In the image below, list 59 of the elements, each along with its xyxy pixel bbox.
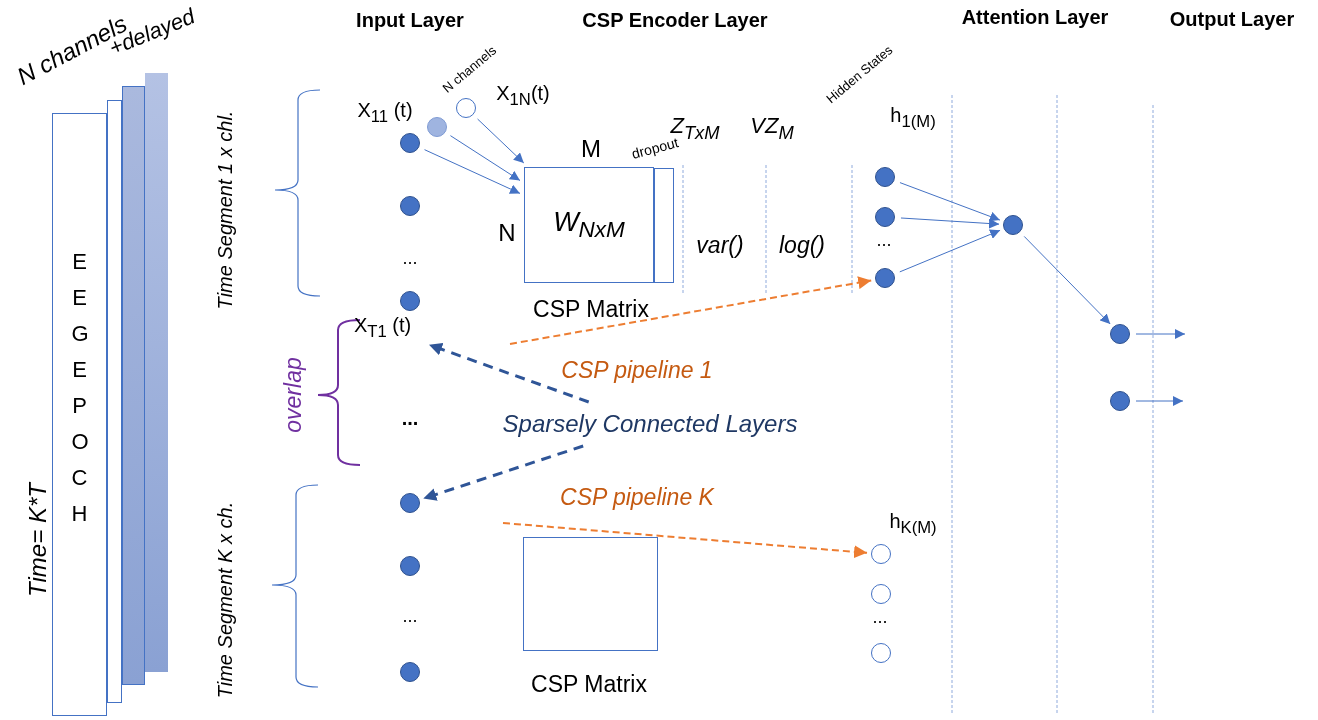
neuron-circle xyxy=(875,268,895,288)
epoch-label: EEG EPOCH xyxy=(71,248,88,528)
function-label: var() xyxy=(696,231,744,259)
input-label: X$_{T1}$ (t) xyxy=(353,314,412,342)
ellipsis: ... xyxy=(872,606,888,628)
ellipsis: ... xyxy=(876,229,892,251)
arrow xyxy=(449,135,521,181)
segment-label: Time Segment 1 x chl. xyxy=(213,110,237,310)
dimension-label: N xyxy=(498,219,516,247)
neuron-circle xyxy=(400,291,420,311)
dashed-arrow xyxy=(428,342,590,404)
channel-layer xyxy=(122,86,145,685)
arrow xyxy=(477,118,525,164)
neuron-circle xyxy=(1110,324,1130,344)
matrix-caption: CSP Matrix xyxy=(533,295,649,323)
channel-layer xyxy=(145,73,168,672)
hidden-state-label: h$_{K(M)}$ xyxy=(889,510,937,538)
neuron-circle xyxy=(1003,215,1023,235)
arrow xyxy=(899,229,1001,273)
ellipsis: ... xyxy=(401,406,419,430)
dimension-label: M xyxy=(581,135,601,163)
neuron-circle xyxy=(871,643,891,663)
neuron-circle xyxy=(1110,391,1130,411)
overlap-label: overlap xyxy=(279,357,307,433)
column-heading: Input Layer xyxy=(356,8,464,32)
column-heading: CSP Encoder Layer xyxy=(582,8,768,32)
arrow xyxy=(899,182,1001,222)
matrix-label: W$_{NxM}$ xyxy=(553,206,625,244)
annotation-text: Sparsely Connected Layers xyxy=(502,410,798,438)
arrow xyxy=(1023,235,1111,325)
function-label: log() xyxy=(779,231,825,259)
neuron-circle xyxy=(427,117,447,137)
input-label: X$_{11}$ (t) xyxy=(357,99,413,127)
matrix-caption: CSP Matrix xyxy=(531,670,647,698)
arrow xyxy=(1135,329,1186,339)
input-label: X$_{1N}$(t) xyxy=(496,82,550,110)
dropout-label: dropout xyxy=(630,134,680,162)
output-label: VZ$_{M}$ xyxy=(750,113,794,143)
arrow xyxy=(1135,396,1184,406)
neuron-circle xyxy=(400,662,420,682)
neuron-circle xyxy=(400,196,420,216)
arrow xyxy=(424,149,521,194)
segment-label: Time Segment K x ch. xyxy=(213,501,237,699)
dashed-arrow xyxy=(422,444,584,501)
column-heading: Attention Layer xyxy=(961,5,1109,29)
channel-layer xyxy=(107,100,122,703)
column-heading: Output Layer xyxy=(1169,7,1295,31)
neuron-circle xyxy=(400,556,420,576)
neuron-circle xyxy=(871,584,891,604)
neuron-circle xyxy=(875,207,895,227)
dashed-arrow xyxy=(509,276,873,345)
axis-label: Time= K*T xyxy=(24,483,52,597)
dashed-arrow xyxy=(502,522,869,559)
ellipsis: ... xyxy=(402,247,418,269)
hidden-state-label: h$_{1(M)}$ xyxy=(890,104,936,132)
arrow xyxy=(900,217,1000,229)
neuron-circle xyxy=(400,493,420,513)
ellipsis: ... xyxy=(402,605,418,627)
epoch-box xyxy=(52,113,107,716)
